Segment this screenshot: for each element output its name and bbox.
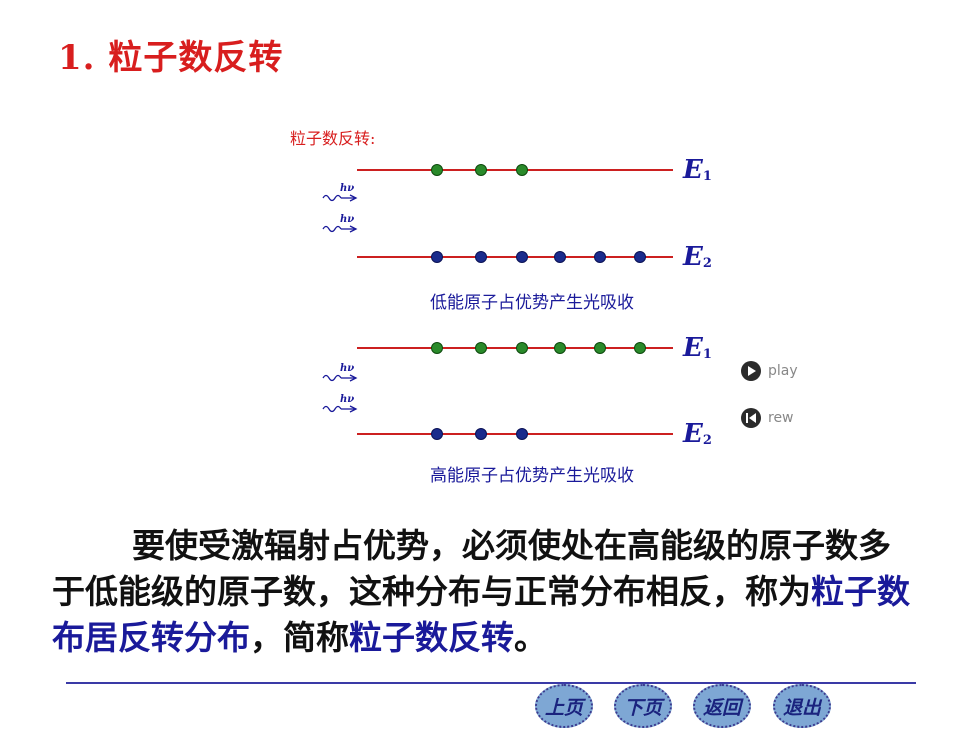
top-e2-label: E2 <box>683 242 712 272</box>
exit-button[interactable]: 退出 <box>773 684 831 728</box>
atom <box>554 251 566 263</box>
atom <box>634 251 646 263</box>
next-page-button[interactable]: 下页 <box>614 684 672 728</box>
play-icon <box>741 361 761 381</box>
svg-text:hν: hν <box>340 363 354 374</box>
body-text: ，简称 <box>250 618 349 657</box>
photon-icon: hν <box>322 214 358 233</box>
atom <box>594 342 606 354</box>
atom <box>634 342 646 354</box>
atom <box>516 251 528 263</box>
atom <box>431 428 443 440</box>
bottom-e2-label: E2 <box>683 419 712 449</box>
body-text: 要使受激辐射占优势，必须使处在高能级的原子数多于低能级的原子数，这种分布与正常分… <box>52 526 891 611</box>
bottom-lower-level-line <box>357 433 673 435</box>
bottom-e1-label: E1 <box>683 333 712 363</box>
animation-label: 粒子数反转: <box>290 129 376 148</box>
footer-divider <box>66 682 916 684</box>
bottom-caption: 高能原子占优势产生光吸收 <box>430 466 634 486</box>
atom <box>516 164 528 176</box>
atom <box>516 342 528 354</box>
play-label: play <box>768 363 798 379</box>
atom <box>431 342 443 354</box>
rewind-icon <box>741 408 761 428</box>
atom <box>475 164 487 176</box>
highlight-term: 粒子数布居反转分布 <box>52 572 910 657</box>
svg-text:hν: hν <box>340 183 354 194</box>
svg-text:hν: hν <box>340 394 354 405</box>
atom <box>475 428 487 440</box>
atom <box>475 342 487 354</box>
atom <box>594 251 606 263</box>
photon-icon: hν <box>322 363 358 382</box>
highlight-term: 粒子数反转 <box>349 618 514 657</box>
photon-icon: hν <box>322 394 358 413</box>
prev-page-button[interactable]: 上页 <box>535 684 593 728</box>
rewind-label: rew <box>768 410 794 426</box>
play-button[interactable]: play <box>740 360 798 382</box>
slide-title: 1. 粒子数反转 <box>58 38 284 78</box>
atom <box>554 342 566 354</box>
top-caption: 低能原子占优势产生光吸收 <box>430 293 634 313</box>
body-paragraph: 要使受激辐射占优势，必须使处在高能级的原子数多于低能级的原子数，这种分布与正常分… <box>52 523 922 661</box>
atom <box>475 251 487 263</box>
atom <box>516 428 528 440</box>
rewind-button[interactable]: rew <box>740 407 794 429</box>
top-upper-level-line <box>357 169 673 171</box>
bottom-upper-level-line <box>357 347 673 349</box>
return-button[interactable]: 返回 <box>693 684 751 728</box>
photon-icon: hν <box>322 183 358 202</box>
top-lower-level-line <box>357 256 673 258</box>
atom <box>431 164 443 176</box>
top-e1-label: E1 <box>683 155 712 185</box>
body-text: 。 <box>514 618 547 657</box>
atom <box>431 251 443 263</box>
svg-text:hν: hν <box>340 214 354 225</box>
